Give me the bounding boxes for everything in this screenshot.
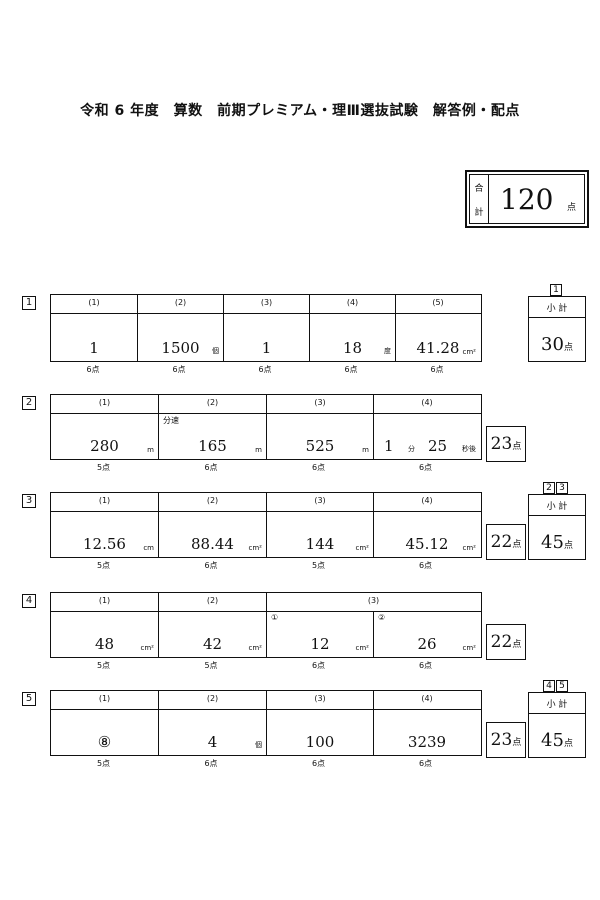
question-number-2: 2 [22,396,36,410]
subtotal-tab: 3 [556,482,568,494]
question-number-4: 4 [22,594,36,608]
subtotal-tab: 5 [556,680,568,692]
answer-cell: (4)3239 [373,691,480,755]
question-number-5: 5 [22,692,36,706]
total-label: 合 計 [470,175,489,223]
answer-cell: (1)⑧ [97,694,112,751]
total-value: 120 [500,183,554,216]
page-title: 令和 6 年度 算数 前期プレミアム・理Ⅲ選抜試験 解答例・配点 [80,103,520,119]
point-label: 5点 [96,561,111,570]
point-label: 6点 [418,759,433,768]
point-label: 5点 [96,661,111,670]
point-label: 5点 [311,561,326,570]
total-unit: 点 [566,203,576,213]
answer-cell: (3)1 [223,295,309,361]
point-label: 6点 [86,365,100,374]
point-label: 6点 [430,365,444,374]
section-score-5: 23点 [486,722,526,758]
section-score-3: 22点 [486,524,526,560]
point-label: 6点 [311,463,326,472]
subtotal-tab: 1 [550,284,562,296]
point-label: 6点 [311,661,326,670]
subtotal-box-3: 小 計 45点 [528,692,586,758]
question-number-1: 1 [22,296,36,310]
point-label: 6点 [204,463,218,472]
section-score-2: 23点 [486,426,526,462]
answer-cell: (4) 1 分 25 秒後 [373,395,480,459]
point-label: 6点 [311,759,326,768]
subtotal-tab: 2 [543,482,555,494]
section-score-4: 22点 [486,624,526,660]
point-label: 5点 [96,759,111,768]
point-label: 6点 [418,561,433,570]
point-label: 6点 [418,463,433,472]
point-label: 6点 [204,561,218,570]
answer-cell: (1)1 [88,298,100,357]
point-label: 6点 [418,661,433,670]
question-number-3: 3 [22,494,36,508]
subtotal-box-1: 小 計 30点 [528,296,586,362]
point-label: 5点 [96,463,111,472]
total-score-box: 合 計 120 点 [465,170,589,228]
point-label: 6点 [172,365,186,374]
point-label: 6点 [258,365,272,374]
answer-cell: (3)100 [266,691,373,755]
subtotal-box-2: 小 計 45点 [528,494,586,560]
point-label: 6点 [344,365,358,374]
subtotal-tab: 4 [543,680,555,692]
point-label: 6点 [204,759,218,768]
point-label: 5点 [204,661,218,670]
